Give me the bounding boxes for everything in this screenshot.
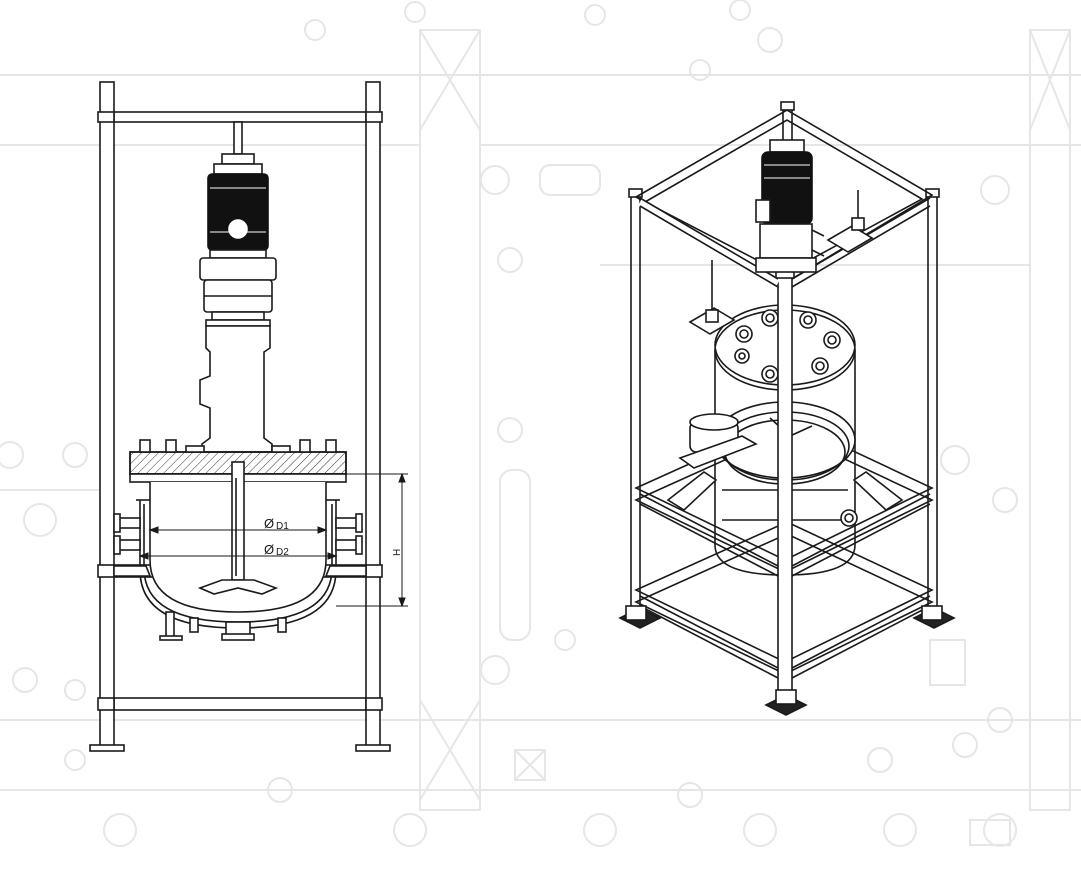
dimension-label-d1: D1 [276,521,289,532]
diameter-symbol-d1: Ø [264,516,274,531]
dimension-labels: Ø D1 Ø D2 H [264,516,403,558]
iso-frame-front [618,197,956,716]
agitator-motor [207,153,269,259]
iso-agitator-motor [678,139,874,469]
impeller-icon [197,579,279,595]
reactor-vessel [113,461,367,641]
background-schematic [0,0,1081,847]
iso-jacket-nozzle-icon [840,509,858,527]
mechanical-seal-stand [199,325,273,453]
drive-shaft [233,121,243,155]
gearbox [199,257,277,327]
dimension-label-d2: D2 [276,547,289,558]
motor-terminal-icon [228,219,248,239]
isometric-view [618,101,956,716]
diameter-symbol-d2: Ø [264,542,274,557]
front-view [89,81,408,752]
dimension-lines [138,472,408,608]
dimension-label-h: H [392,549,403,556]
